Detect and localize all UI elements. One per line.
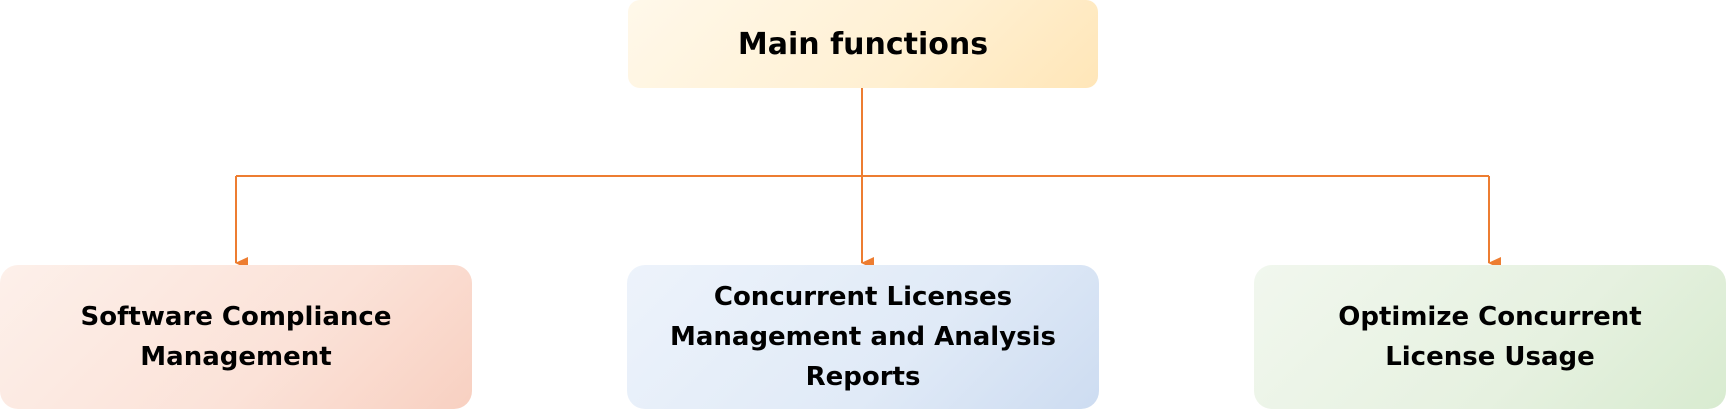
child-node-label: Software Compliance Management	[80, 302, 392, 372]
child-node-label: Optimize Concurrent License Usage	[1338, 302, 1642, 372]
child-node-label: Concurrent Licenses Management and Analy…	[669, 282, 1057, 392]
child-node-software-compliance: Software Compliance Management	[0, 265, 472, 409]
root-node-main-functions: Main functions	[628, 0, 1098, 88]
root-node-label: Main functions	[737, 26, 989, 62]
child-node-optimize-usage: Optimize Concurrent License Usage	[1254, 265, 1726, 409]
child-node-concurrent-licenses: Concurrent Licenses Management and Analy…	[627, 265, 1099, 409]
